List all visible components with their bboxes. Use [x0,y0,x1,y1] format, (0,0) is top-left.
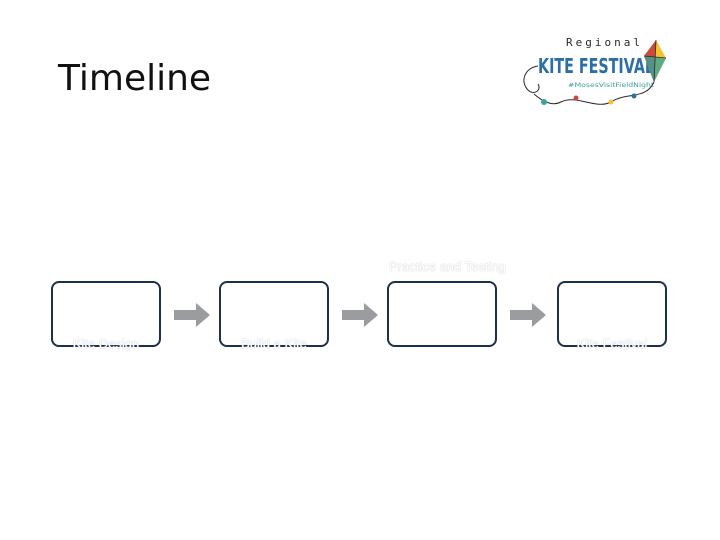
bow-icon [631,93,637,99]
left-swirl-icon [523,65,540,93]
right-arrow-icon [342,303,378,327]
logo-hashtag-text: #MosesVisitFieldNight [568,82,655,89]
bow-icon [608,99,614,105]
step-label: Kite Design [72,336,140,351]
right-arrow-icon [510,303,546,327]
step-box-kite-design: Kite Design [51,281,161,351]
step-box-kite-festival: Kite Festival [557,281,667,351]
step-label: Build a Kite [241,336,307,351]
bow-icon [573,95,579,101]
kite-festival-logo: Regional KITE FESTIVAL #MosesVisitFieldN… [523,36,666,105]
step-box-build-a-kite: Build a Kite [219,281,329,351]
logo-title-text: KITE FESTIVAL [538,54,654,78]
step-label: Kite Festival [576,336,648,351]
right-arrow-icon [174,303,210,327]
slide-title: Timeline [58,58,212,99]
step-box-practice-and-testing: Practice and Testing [387,259,506,347]
step-label: Practice and Testing [389,259,506,274]
logo-regional-text: Regional [566,36,643,49]
kite-icon [643,39,666,83]
bow-icon [541,99,547,105]
